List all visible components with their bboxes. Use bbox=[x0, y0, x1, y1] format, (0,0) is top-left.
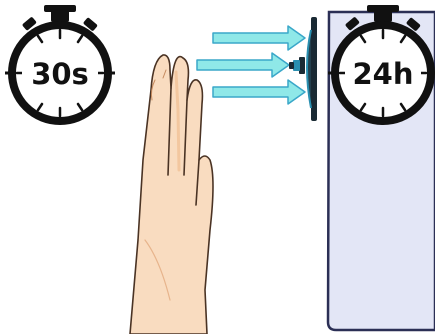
timer-label-right: 24h bbox=[352, 57, 413, 91]
stopwatch-icon-left: 30s bbox=[5, 5, 115, 121]
raised-hand-icon bbox=[130, 55, 213, 334]
right-arrow-icon-middle bbox=[197, 53, 289, 77]
right-arrow-icon-bottom bbox=[213, 80, 305, 104]
right-arrow-icon-top bbox=[213, 26, 305, 50]
timer-label-left: 30s bbox=[31, 57, 89, 91]
